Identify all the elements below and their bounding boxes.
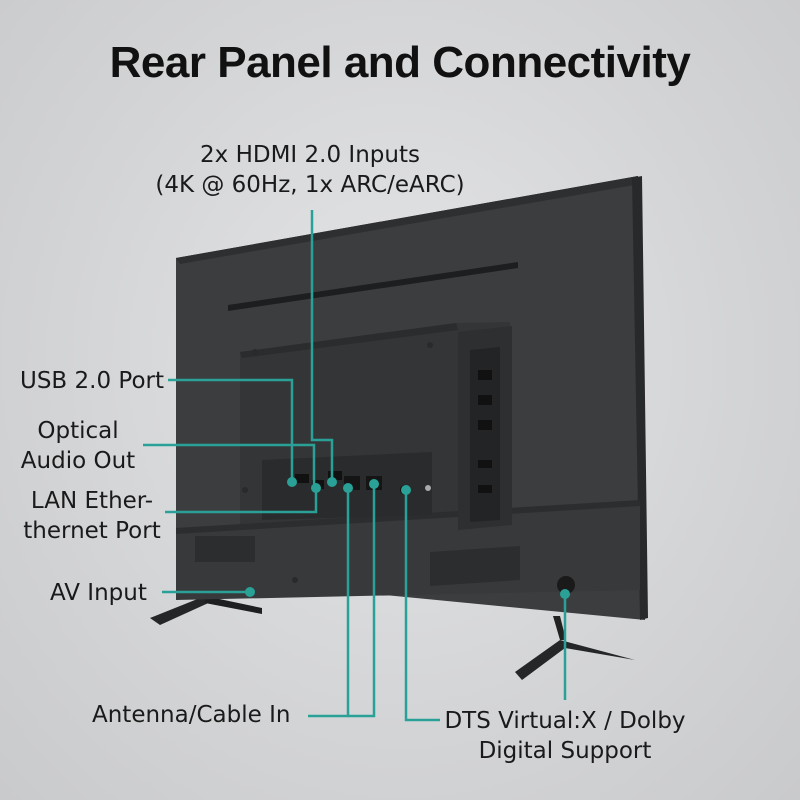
power-port — [557, 576, 575, 594]
lan-label-line2: thernet Port — [23, 518, 161, 544]
hdmi-label: 2x HDMI 2.0 Inputs (4K @ 60Hz, 1x ARC/eA… — [150, 140, 470, 200]
callout-dot — [560, 589, 570, 599]
callout-dot — [311, 483, 321, 493]
optical-label: Optical Audio Out — [18, 416, 138, 476]
usb-port — [295, 474, 309, 483]
antenna-callout-line-b — [348, 484, 376, 718]
av-label: AV Input — [50, 578, 147, 608]
callout-dot — [343, 483, 353, 493]
dts-callout-line — [404, 490, 440, 722]
lan-callout-line — [165, 488, 318, 514]
speaker-grille-right — [430, 546, 520, 586]
antenna-label-line1: Antenna/Cable In — [92, 702, 291, 728]
callout-lines — [143, 210, 567, 722]
hdmi-label-line1: 2x HDMI 2.0 Inputs — [200, 142, 420, 168]
callout-dot — [327, 477, 337, 487]
hdmi-label-line2: (4K @ 60Hz, 1x ARC/eARC) — [155, 172, 465, 198]
lan-label-line1: LAN Ether- — [30, 488, 154, 514]
dts-label-line2: Digital Support — [478, 738, 652, 764]
hdmi-port — [328, 471, 342, 480]
optical-label-line1: Optical — [37, 418, 119, 444]
usb-label-line1: USB 2.0 Port — [20, 368, 165, 394]
lan-label: LAN Ether- thernet Port — [12, 486, 172, 546]
callout-dot — [287, 477, 297, 487]
tv-back-panel — [176, 176, 648, 620]
usb-callout-line — [168, 378, 294, 482]
usb-label: USB 2.0 Port — [20, 366, 164, 396]
callout-dots — [245, 477, 570, 599]
dts-label-line1: DTS Virtual:X / Dolby — [444, 708, 686, 734]
optical-label-line2: Audio Out — [20, 448, 136, 474]
av-label-line1: AV Input — [50, 580, 147, 606]
dts-label: DTS Virtual:X / Dolby Digital Support — [440, 706, 690, 766]
speaker-grille-left — [195, 536, 255, 562]
page-title: Rear Panel and Connectivity — [109, 38, 691, 87]
hdmi-callout-line — [310, 210, 334, 482]
callout-dot — [401, 485, 411, 495]
tv-stand — [150, 596, 635, 680]
optical-callout-line — [143, 443, 316, 484]
antenna-label: Antenna/Cable In — [92, 700, 290, 730]
callout-dot — [245, 587, 255, 597]
callout-dot — [369, 479, 379, 489]
